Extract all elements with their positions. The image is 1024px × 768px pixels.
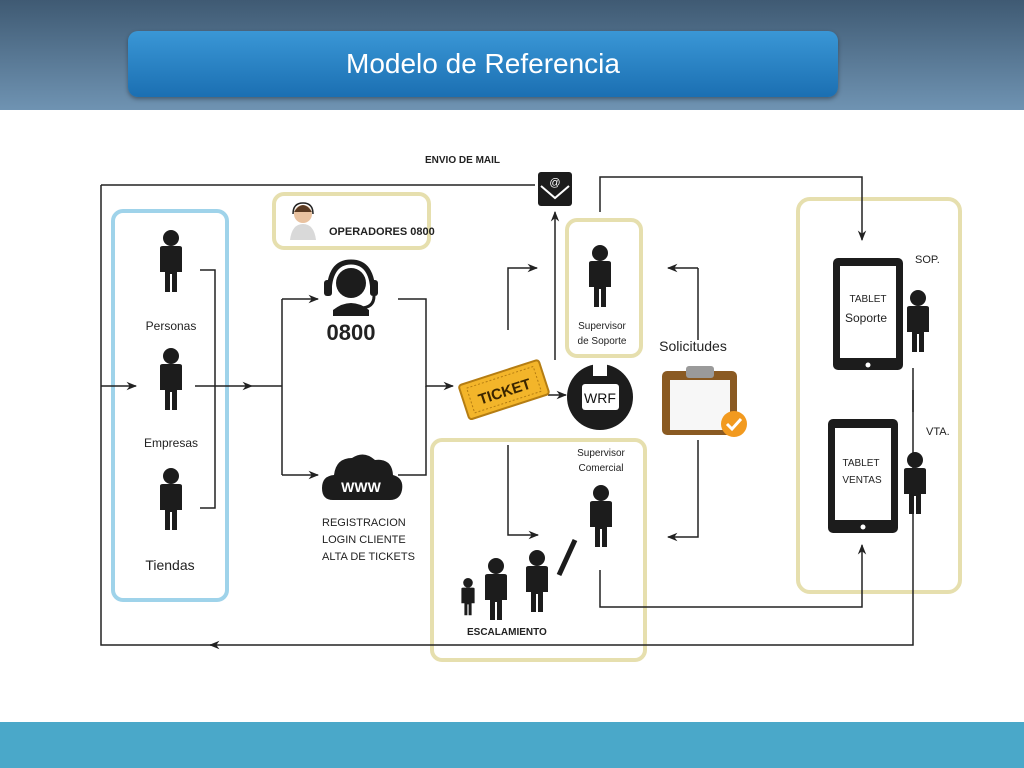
escalation-label: ESCALAMIENTO bbox=[467, 627, 547, 638]
web-function-alta: ALTA DE TICKETS bbox=[322, 551, 415, 563]
ticket-icon: TICKET bbox=[458, 359, 550, 421]
slide-title: Modelo de Referencia bbox=[346, 48, 620, 79]
footer-band bbox=[0, 722, 1024, 768]
person-icon bbox=[526, 550, 548, 612]
commercial-supervisor-line1: Supervisor bbox=[577, 448, 625, 459]
requests-label: Solicitudes bbox=[659, 338, 727, 354]
sales-tablet-line2: VENTAS bbox=[842, 475, 882, 486]
web-function-login: LOGIN CLIENTE bbox=[322, 534, 406, 546]
clients-box bbox=[111, 209, 229, 602]
envelope-at-icon: @ bbox=[538, 172, 572, 206]
person-icon bbox=[589, 245, 611, 307]
support-tablet: TABLET Soporte bbox=[833, 258, 903, 370]
support-supervisor-line1: Supervisor bbox=[578, 321, 626, 332]
pointer-stick bbox=[556, 538, 578, 577]
web-function-registracion: REGISTRACION bbox=[322, 517, 406, 529]
person-icon bbox=[907, 290, 929, 352]
www-label: WWW bbox=[341, 479, 381, 495]
person-icon bbox=[461, 578, 475, 616]
commercial-group-box bbox=[430, 438, 647, 662]
client-tiendas-label: Tiendas bbox=[145, 557, 194, 573]
operator-avatar-icon bbox=[290, 202, 316, 240]
escalation-people bbox=[461, 550, 548, 620]
clients-group: Personas Empresas Tiendas bbox=[144, 230, 198, 573]
person-icon bbox=[160, 468, 182, 530]
person-icon bbox=[904, 452, 926, 514]
person-icon bbox=[160, 348, 182, 410]
support-supervisor-line2: de Soporte bbox=[578, 336, 627, 347]
clipboard-check-icon bbox=[662, 366, 747, 437]
wrf-label: WRF bbox=[584, 390, 616, 406]
operators-label: OPERADORES 0800 bbox=[329, 226, 435, 238]
person-icon bbox=[160, 230, 182, 292]
sales-tablet: TABLET VENTAS bbox=[828, 419, 898, 533]
support-tag: SOP. bbox=[915, 254, 940, 266]
support-tablet-line2: Soporte bbox=[845, 311, 887, 325]
connector-lines bbox=[100, 176, 914, 650]
operators-box bbox=[272, 192, 431, 250]
headset-icon bbox=[324, 259, 378, 316]
mail-label: ENVIO DE MAIL bbox=[425, 155, 500, 166]
client-personas-label: Personas bbox=[146, 319, 197, 333]
title-bar: Modelo de Referencia bbox=[128, 31, 838, 97]
support-supervisor-box bbox=[565, 218, 643, 358]
person-icon bbox=[485, 558, 507, 620]
tablets-box bbox=[796, 197, 962, 594]
person-icon bbox=[590, 485, 612, 547]
cloud-icon bbox=[322, 454, 403, 500]
wrf-node: WRF bbox=[567, 364, 633, 430]
support-tablet-line1: TABLET bbox=[849, 294, 886, 305]
svg-text:@: @ bbox=[549, 177, 560, 189]
commercial-supervisor-line2: Comercial bbox=[578, 463, 623, 474]
phone-number-label: 0800 bbox=[327, 320, 376, 345]
sales-tag: VTA. bbox=[926, 426, 950, 438]
sales-tablet-line1: TABLET bbox=[842, 458, 879, 469]
client-empresas-label: Empresas bbox=[144, 436, 198, 450]
